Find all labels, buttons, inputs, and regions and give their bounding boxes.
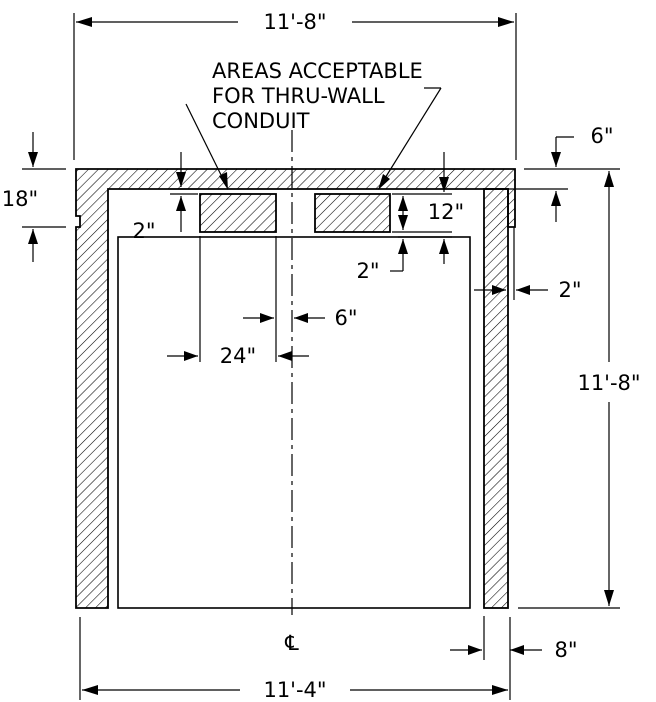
conduit-area-right [314,193,391,233]
dim-wall-step-right-label: 2" [558,278,581,302]
dim-conduit-height [392,152,452,233]
dim-bottom-width [79,617,511,700]
structure-wall-left-and-top [75,168,516,609]
note-line-3: CONDUIT [212,109,310,133]
dim-top-slab [22,132,66,262]
dim-slab-step-label: 6" [590,124,613,148]
dim-conduit-gap-bottom [390,236,452,272]
dim-cl-offset-label: 6" [334,306,357,330]
conduit-area-left [199,193,277,233]
dim-top-width-label: 11'-8" [263,10,326,34]
dim-cl-offset [243,236,325,362]
dim-conduit-height-label: 12" [428,200,464,224]
dim-bottom-width-label: 11'-4" [263,678,326,702]
dim-slab-step [486,136,574,222]
dim-wall-thickness-label: 8" [554,638,577,662]
dim-conduit-gap-top [170,152,198,232]
dim-wall-step-right [474,227,548,300]
dim-right-height [518,168,620,609]
dim-conduit-width [167,236,309,362]
inner-liner-outline [117,236,471,609]
centerline-symbol: ℄ [284,631,299,655]
dim-right-height-label: 11'-8" [577,371,640,395]
note-line-1: AREAS ACCEPTABLE [212,59,423,83]
dim-top-slab-label: 18" [2,187,38,211]
note-leaders [185,87,442,190]
dim-conduit-gap-bottom-label: 2" [356,259,379,283]
dim-conduit-width-label: 24" [220,344,256,368]
note-line-2: FOR THRU-WALL [212,84,385,108]
dim-conduit-gap-top-label: 2" [132,219,155,243]
dim-wall-thickness [450,616,542,660]
dim-top-width [73,13,517,160]
structure-wall-right [483,188,509,609]
